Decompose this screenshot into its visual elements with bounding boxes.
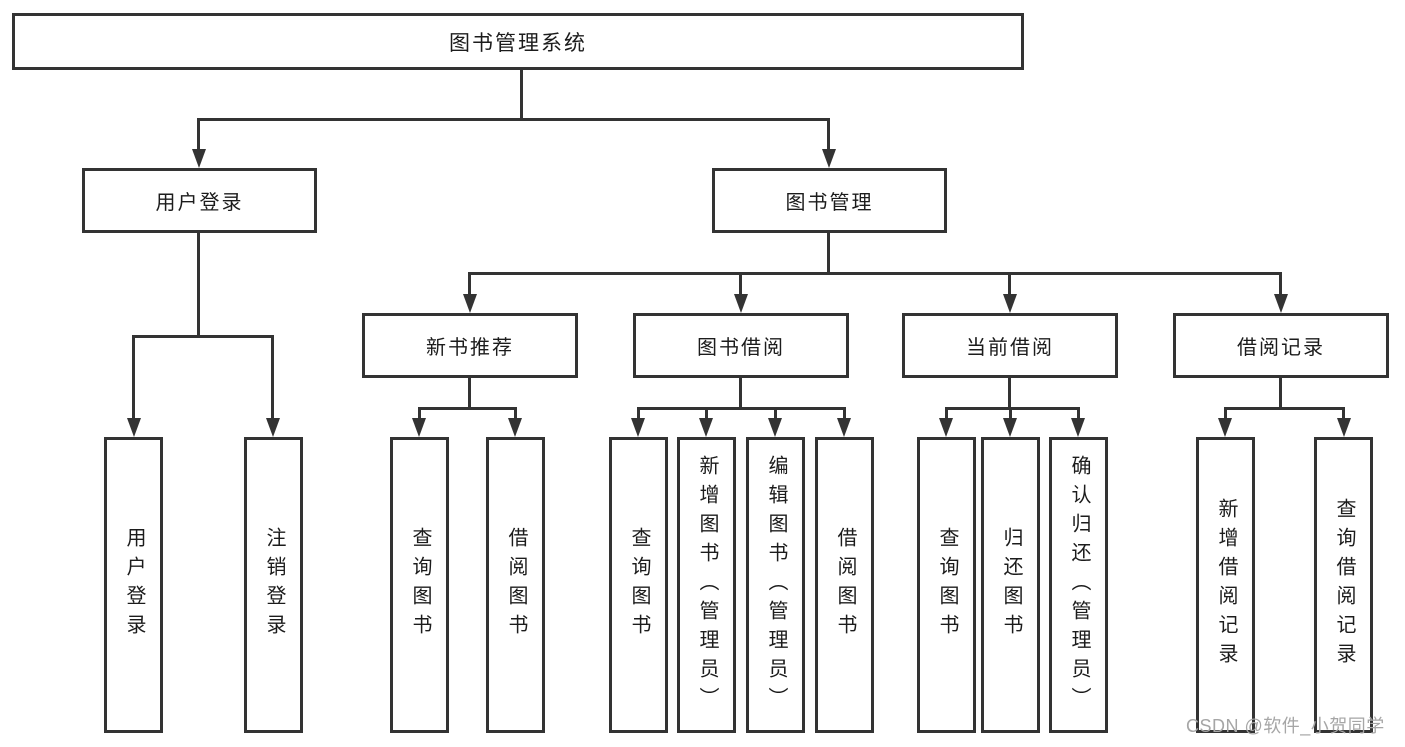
connector-drop-edit-books-admin (774, 407, 777, 420)
connector-current-stem (1008, 376, 1011, 410)
connector-book-management-stem (827, 231, 830, 275)
arrowhead-leaf-logout (266, 418, 280, 437)
leaf-query-books-current: 查询图书 (917, 437, 976, 733)
leaf-query-borrow-record: 查询借阅记录 (1314, 437, 1373, 733)
leaf-add-books-admin-label: 新增图书（管理员） (696, 454, 718, 716)
connector-drop-leaf-user-login (132, 335, 135, 419)
connector-drop-add-books-admin (705, 407, 708, 420)
node-current-borrowing: 当前借阅 (902, 313, 1118, 378)
connector-root-bar (197, 118, 830, 121)
leaf-borrow-books-recommend: 借阅图书 (486, 437, 545, 733)
connector-drop-query-books-current (945, 407, 948, 420)
connector-drop-query-books-recommend (418, 407, 421, 420)
node-user-login: 用户登录 (82, 168, 317, 233)
connector-drop-confirm-return-admin (1077, 407, 1080, 420)
connector-drop-borrowing-records (1279, 272, 1282, 296)
connector-drop-leaf-logout (271, 335, 274, 419)
connector-drop-new-book-recommendation (468, 272, 471, 296)
connector-user-login-stem (197, 231, 200, 337)
leaf-return-books-label: 归还图书 (1000, 527, 1022, 643)
node-book-borrowing: 图书借阅 (633, 313, 849, 378)
arrowhead-book-management (822, 149, 836, 168)
leaf-add-books-admin: 新增图书（管理员） (677, 437, 736, 733)
node-current-borrowing-label: 当前借阅 (966, 337, 1054, 359)
node-borrowing-records: 借阅记录 (1173, 313, 1389, 378)
node-book-management: 图书管理 (712, 168, 947, 233)
watermark: CSDN @软件_小贺同学 (1186, 716, 1385, 736)
connector-recommend-stem (468, 376, 471, 410)
leaf-query-books-current-label: 查询图书 (936, 527, 958, 643)
leaf-add-borrow-record: 新增借阅记录 (1196, 437, 1255, 733)
arrowhead-user-login (192, 149, 206, 168)
node-root-label: 图书管理系统 (449, 31, 587, 55)
leaf-confirm-return-admin: 确认归还（管理员） (1049, 437, 1108, 733)
connector-drop-current-borrowing (1008, 272, 1011, 296)
leaf-borrow-books-recommend-label: 借阅图书 (505, 527, 527, 643)
connector-current-bar (945, 407, 1080, 410)
arrowhead-add-borrow-record (1218, 418, 1232, 437)
leaf-edit-books-admin-label: 编辑图书（管理员） (765, 454, 787, 716)
leaf-query-books-borrow: 查询图书 (609, 437, 668, 733)
arrowhead-edit-books-admin (768, 418, 782, 437)
arrowhead-new-book-recommendation (463, 294, 477, 313)
connector-book-management-bar (468, 272, 1282, 275)
arrowhead-query-books-recommend (412, 418, 426, 437)
leaf-confirm-return-admin-label: 确认归还（管理员） (1068, 454, 1090, 716)
connector-drop-user-login (197, 118, 200, 152)
arrowhead-borrow-books-recommend (508, 418, 522, 437)
leaf-logout-label: 注销登录 (263, 527, 285, 643)
connector-drop-book-management (827, 118, 830, 152)
connector-records-stem (1279, 376, 1282, 410)
connector-drop-query-books-borrow (637, 407, 640, 420)
connector-drop-borrow-books (843, 407, 846, 420)
node-root: 图书管理系统 (12, 13, 1024, 70)
arrowhead-add-books-admin (699, 418, 713, 437)
connector-drop-book-borrowing (739, 272, 742, 296)
leaf-query-books-recommend-label: 查询图书 (409, 527, 431, 643)
leaf-query-books-borrow-label: 查询图书 (628, 527, 650, 643)
connector-borrowing-stem (739, 376, 742, 410)
connector-recommend-bar (418, 407, 517, 410)
leaf-borrow-books: 借阅图书 (815, 437, 874, 733)
arrowhead-query-borrow-record (1337, 418, 1351, 437)
connector-drop-query-borrow-record (1342, 407, 1345, 420)
leaf-return-books: 归还图书 (981, 437, 1040, 733)
arrowhead-borrowing-records (1274, 294, 1288, 313)
node-book-management-label: 图书管理 (785, 192, 874, 214)
connector-borrowing-bar (637, 407, 846, 410)
connector-records-bar (1224, 407, 1345, 410)
leaf-edit-books-admin: 编辑图书（管理员） (746, 437, 805, 733)
leaf-query-books-recommend: 查询图书 (390, 437, 449, 733)
leaf-user-login-label: 用户登录 (123, 527, 145, 643)
leaf-add-borrow-record-label: 新增借阅记录 (1215, 498, 1237, 672)
node-book-borrowing-label: 图书借阅 (697, 337, 785, 359)
node-new-book-recommendation: 新书推荐 (362, 313, 578, 378)
arrowhead-return-books (1003, 418, 1017, 437)
arrowhead-confirm-return-admin (1071, 418, 1085, 437)
leaf-query-borrow-record-label: 查询借阅记录 (1333, 498, 1355, 672)
leaf-logout: 注销登录 (244, 437, 303, 733)
node-user-login-label: 用户登录 (155, 192, 244, 214)
connector-drop-borrow-books-recommend (514, 407, 517, 420)
node-borrowing-records-label: 借阅记录 (1237, 337, 1325, 359)
leaf-borrow-books-label: 借阅图书 (834, 527, 856, 643)
node-new-book-recommendation-label: 新书推荐 (426, 337, 514, 359)
arrowhead-borrow-books (837, 418, 851, 437)
leaf-user-login: 用户登录 (104, 437, 163, 733)
connector-user-login-bar (132, 335, 274, 338)
arrowhead-current-borrowing (1003, 294, 1017, 313)
arrowhead-leaf-user-login (127, 418, 141, 437)
connector-root-stem (520, 68, 523, 120)
arrowhead-book-borrowing (734, 294, 748, 313)
connector-drop-add-borrow-record (1224, 407, 1227, 420)
connector-drop-return-books (1009, 407, 1012, 420)
arrowhead-query-books-current (939, 418, 953, 437)
arrowhead-query-books-borrow (631, 418, 645, 437)
